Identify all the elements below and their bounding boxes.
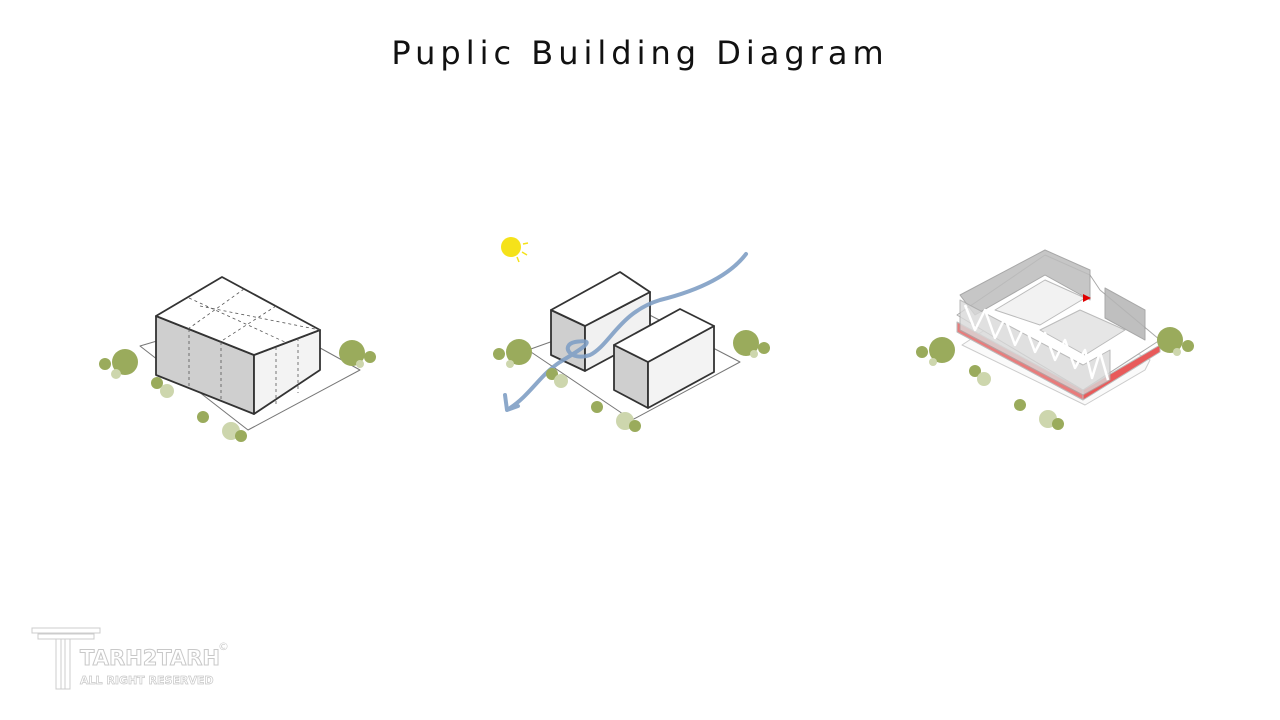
page-title: Puplic Building Diagram [391,34,889,72]
wind-flow [503,252,748,412]
trees [916,327,1194,430]
diagram-final-building [916,249,1194,430]
volume-b [613,308,715,409]
facade-front [959,299,1111,396]
facade-right [1104,287,1146,341]
sun-icon [501,237,529,263]
courtyard-lower [1039,309,1126,356]
diagram-split-volumes [493,237,770,432]
facade-zigzag [963,304,1110,381]
copyright-mark: © [218,640,229,653]
watermark-logo: TARH2TARH ALL RIGHT RESERVED © [28,624,238,694]
grid-lines [187,288,321,406]
watermark-brand: TARH2TARH [80,646,221,671]
box-top-face [155,276,321,356]
trees [493,330,770,432]
trees [99,340,376,442]
red-marker [1083,294,1091,302]
red-band-right [1082,344,1161,401]
watermark-sub: ALL RIGHT RESERVED [80,674,214,688]
diagram-massing-box [99,276,376,442]
column-logo-icon [31,627,101,690]
